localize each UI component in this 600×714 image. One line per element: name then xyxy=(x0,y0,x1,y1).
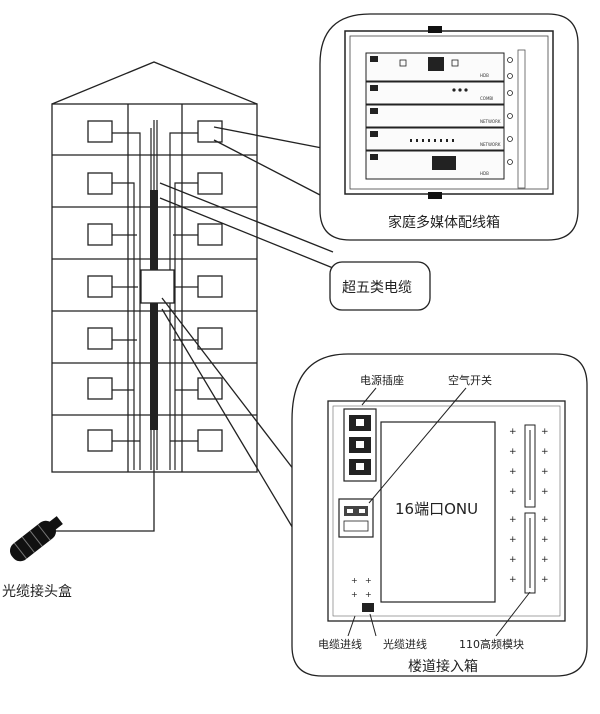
side-connectors xyxy=(507,57,513,165)
unit-box xyxy=(197,120,223,143)
power-inlet-label: 电缆进线 xyxy=(318,637,362,651)
air-switch xyxy=(338,498,374,538)
fiber-cable-line xyxy=(48,470,155,532)
splice-box-label: 光缆接头盒 xyxy=(2,583,72,600)
unit-box xyxy=(197,327,223,350)
home-box-module: NETWORK xyxy=(365,127,505,151)
cable-bundle-shade xyxy=(150,190,158,430)
svg-text:COMBI: COMBI xyxy=(480,96,493,101)
unit-box xyxy=(87,377,113,400)
floor-distribution-box xyxy=(140,269,175,304)
svg-text:+: + xyxy=(541,467,549,477)
svg-text:NETWORK: NETWORK xyxy=(480,142,501,147)
unit-box xyxy=(197,223,223,246)
inlet-markers: + + + + xyxy=(351,576,372,599)
fiber-splice-closure-icon xyxy=(9,516,63,562)
air-switch-label: 空气开关 xyxy=(448,373,492,387)
unit-box xyxy=(87,429,113,452)
module-110-crosses: + + + + + + + + + + + + + + + + xyxy=(509,427,549,585)
apartment-units xyxy=(87,120,223,452)
svg-text:+: + xyxy=(365,576,372,585)
onu-label: 16端口ONU xyxy=(395,500,478,518)
home-box-module: COMBI xyxy=(365,81,505,105)
cat5e-bubble xyxy=(329,261,431,311)
svg-text:HDB: HDB xyxy=(480,73,489,78)
corridor-access-box: + + + + + + + + + + + + + + + + + + + + xyxy=(327,400,566,622)
unit-box xyxy=(197,172,223,195)
svg-text:+: + xyxy=(365,590,372,599)
home-box-module: HDB xyxy=(365,150,505,180)
building-roof xyxy=(51,61,258,105)
svg-text:+: + xyxy=(541,535,549,545)
svg-text:+: + xyxy=(541,575,549,585)
unit-box xyxy=(87,223,113,246)
svg-text:+: + xyxy=(351,576,358,585)
fiber-inlet-label: 光缆进线 xyxy=(383,637,427,651)
fiber-inlet-port xyxy=(362,603,374,612)
svg-text:+: + xyxy=(509,487,517,497)
svg-text:+: + xyxy=(541,427,549,437)
power-socket-label: 电源插座 xyxy=(360,373,404,387)
svg-text:+: + xyxy=(541,487,549,497)
home-box-label: 家庭多媒体配线箱 xyxy=(388,214,500,231)
home-box-module: HDB xyxy=(365,52,505,82)
home-box-module: NETWORK xyxy=(365,104,505,128)
onu-panel xyxy=(380,421,496,603)
module-110-label: 110高频模块 xyxy=(459,637,524,651)
unit-box xyxy=(87,120,113,143)
svg-text:+: + xyxy=(509,515,517,525)
svg-text:+: + xyxy=(509,427,517,437)
unit-box xyxy=(87,327,113,350)
home-media-box: HDB COMBI NETWORK xyxy=(344,26,554,199)
svg-text:+: + xyxy=(509,555,517,565)
svg-text:+: + xyxy=(509,575,517,585)
svg-text:+: + xyxy=(541,555,549,565)
svg-text:+: + xyxy=(541,515,549,525)
svg-text:+: + xyxy=(541,447,549,457)
cat5e-cable-label: 超五类电缆 xyxy=(342,280,412,296)
svg-text:+: + xyxy=(509,535,517,545)
callout-cat5e xyxy=(159,182,431,311)
corridor-box-label: 楼道接入箱 xyxy=(408,658,478,675)
unit-box xyxy=(197,275,223,298)
label-leaders xyxy=(347,387,531,637)
unit-box xyxy=(197,429,223,452)
unit-box xyxy=(87,172,113,195)
svg-text:HDB: HDB xyxy=(480,171,489,176)
svg-text:+: + xyxy=(509,467,517,477)
unit-box xyxy=(87,275,113,298)
module-110-left xyxy=(524,424,536,594)
svg-text:NETWORK: NETWORK xyxy=(480,119,501,124)
power-socket-strip xyxy=(343,408,377,482)
svg-text:+: + xyxy=(509,447,517,457)
svg-text:+: + xyxy=(351,590,358,599)
